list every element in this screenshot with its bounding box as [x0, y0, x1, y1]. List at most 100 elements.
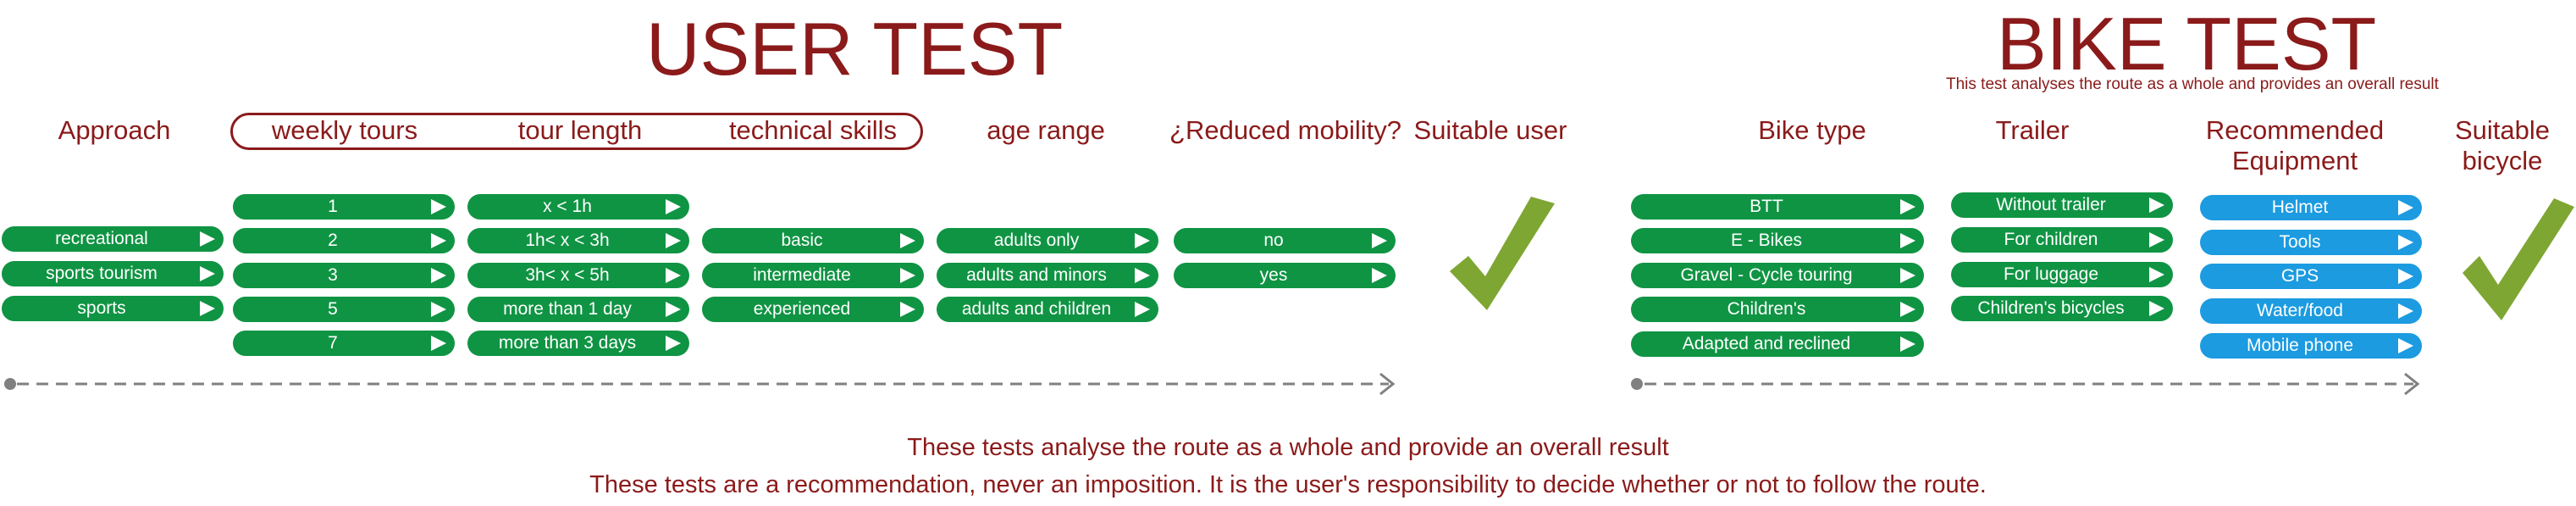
arrow-right-icon [431, 268, 446, 283]
header-group-box [230, 113, 923, 150]
option-trailer-children[interactable]: For children [1951, 227, 2173, 253]
bike-test-title: BIKE TEST [1997, 2, 2377, 86]
option-weekly-tours-3[interactable]: 3 [233, 263, 455, 288]
option-label: Children's bicycles [1977, 298, 2125, 318]
option-tour-length-under-1h[interactable]: x < 1h [467, 194, 689, 220]
option-label: For children [2004, 230, 2098, 249]
arrow-right-icon [900, 233, 915, 248]
option-tour-length-more-3-days[interactable]: more than 3 days [467, 331, 689, 356]
arrow-right-icon [1135, 233, 1150, 248]
option-label: BTT [1750, 197, 1783, 216]
option-label: 5 [328, 299, 338, 319]
arrow-right-icon [666, 336, 681, 351]
option-bike-gravel[interactable]: Gravel - Cycle touring [1631, 263, 1924, 288]
option-bike-ebikes[interactable]: E - Bikes [1631, 228, 1924, 253]
option-label: For luggage [2003, 264, 2099, 284]
arrow-right-icon [1135, 302, 1150, 317]
option-skills-intermediate[interactable]: intermediate [702, 263, 924, 288]
header-bike-type: Bike type [1758, 115, 1866, 145]
option-label: Helmet [2271, 197, 2329, 217]
bike-test-subtitle: This test analyses the route as a whole … [1946, 75, 2439, 93]
option-skills-basic[interactable]: basic [702, 228, 924, 253]
arrow-right-icon [1900, 336, 1915, 352]
arrow-right-icon [2398, 200, 2413, 215]
arrow-right-icon [1900, 199, 1915, 214]
arrow-right-icon [1135, 268, 1150, 283]
option-approach-sports-tourism[interactable]: sports tourism [2, 261, 224, 286]
option-tour-length-1h-3h[interactable]: 1h< x < 3h [467, 228, 689, 253]
option-age-adults-and-children[interactable]: adults and children [937, 297, 1158, 322]
footer-note-overall: These tests analyse the route as a whole… [907, 434, 1669, 461]
option-label: sports [77, 298, 126, 318]
header-equipment-line2: Equipment [2231, 145, 2358, 175]
option-label: recreational [55, 229, 148, 248]
option-weekly-tours-1[interactable]: 1 [233, 194, 455, 220]
arrow-right-icon [1372, 268, 1387, 283]
header-technical-skills: technical skills [728, 115, 898, 145]
arrow-right-icon [200, 231, 215, 247]
option-label: no [1263, 231, 1284, 250]
option-tour-length-more-1-day[interactable]: more than 1 day [467, 297, 689, 322]
option-label: more than 3 days [498, 333, 637, 353]
arrow-right-icon [2149, 267, 2164, 282]
arrow-right-icon [900, 268, 915, 283]
header-tour-length: tour length [517, 115, 643, 145]
option-trailer-childrens-bicycles[interactable]: Children's bicycles [1951, 296, 2173, 321]
arrow-right-icon [1372, 233, 1387, 248]
option-mobility-no[interactable]: no [1174, 228, 1396, 253]
arrow-right-icon [2398, 235, 2413, 250]
header-trailer: Trailer [1995, 115, 2070, 145]
option-mobility-yes[interactable]: yes [1174, 263, 1396, 288]
option-label: x < 1h [543, 197, 592, 216]
option-equipment-helmet[interactable]: Helmet [2200, 195, 2422, 220]
option-label: Tools [2279, 232, 2321, 252]
flow-line-user [17, 372, 1396, 396]
arrow-right-icon [2398, 269, 2413, 284]
option-label: more than 1 day [503, 299, 632, 319]
arrow-right-icon [2149, 301, 2164, 316]
option-skills-experienced[interactable]: experienced [702, 297, 924, 322]
option-age-adults-only[interactable]: adults only [937, 228, 1158, 253]
header-equipment-line1: Recommended [2205, 115, 2385, 145]
option-equipment-gps[interactable]: GPS [2200, 264, 2422, 289]
arrow-right-icon [1900, 233, 1915, 248]
option-equipment-water-food[interactable]: Water/food [2200, 298, 2422, 324]
flow-start-dot-bike [1631, 378, 1643, 390]
option-label: adults and minors [966, 265, 1107, 285]
arrow-right-icon [431, 302, 446, 317]
header-weekly-tours: weekly tours [271, 115, 418, 145]
option-weekly-tours-5[interactable]: 5 [233, 297, 455, 322]
option-weekly-tours-2[interactable]: 2 [233, 228, 455, 253]
arrow-right-icon [431, 233, 446, 248]
option-approach-sports[interactable]: sports [2, 296, 224, 321]
arrow-right-icon [200, 301, 215, 316]
option-trailer-luggage[interactable]: For luggage [1951, 262, 2173, 287]
option-tour-length-3h-5h[interactable]: 3h< x < 5h [467, 263, 689, 288]
option-equipment-tools[interactable]: Tools [2200, 230, 2422, 255]
option-bike-childrens[interactable]: Children's [1631, 297, 1924, 322]
option-label: sports tourism [46, 264, 158, 283]
option-equipment-mobile-phone[interactable]: Mobile phone [2200, 333, 2422, 359]
option-label: Mobile phone [2246, 336, 2354, 355]
option-trailer-none[interactable]: Without trailer [1951, 192, 2173, 218]
option-bike-adapted[interactable]: Adapted and reclined [1631, 331, 1924, 357]
header-suitable-line1: Suitable [2454, 115, 2551, 145]
arrow-right-icon [666, 233, 681, 248]
option-label: adults only [993, 231, 1080, 250]
option-label: Without trailer [1996, 195, 2106, 214]
checkmark-icon-bicycle [2463, 198, 2574, 320]
option-approach-recreational[interactable]: recreational [2, 226, 224, 252]
arrow-right-icon [1900, 302, 1915, 317]
flow-start-dot-user [4, 378, 16, 390]
option-label: 3h< x < 5h [525, 265, 610, 285]
option-label: GPS [2280, 266, 2319, 286]
option-label: yes [1259, 265, 1288, 285]
option-age-adults-and-minors[interactable]: adults and minors [937, 263, 1158, 288]
header-age-range: age range [987, 115, 1105, 145]
arrow-right-icon [2149, 197, 2164, 213]
option-weekly-tours-7[interactable]: 7 [233, 331, 455, 356]
option-bike-btt[interactable]: BTT [1631, 194, 1924, 220]
option-label: E - Bikes [1730, 231, 1803, 250]
arrow-right-icon [431, 199, 446, 214]
option-label: Gravel - Cycle touring [1680, 265, 1853, 285]
